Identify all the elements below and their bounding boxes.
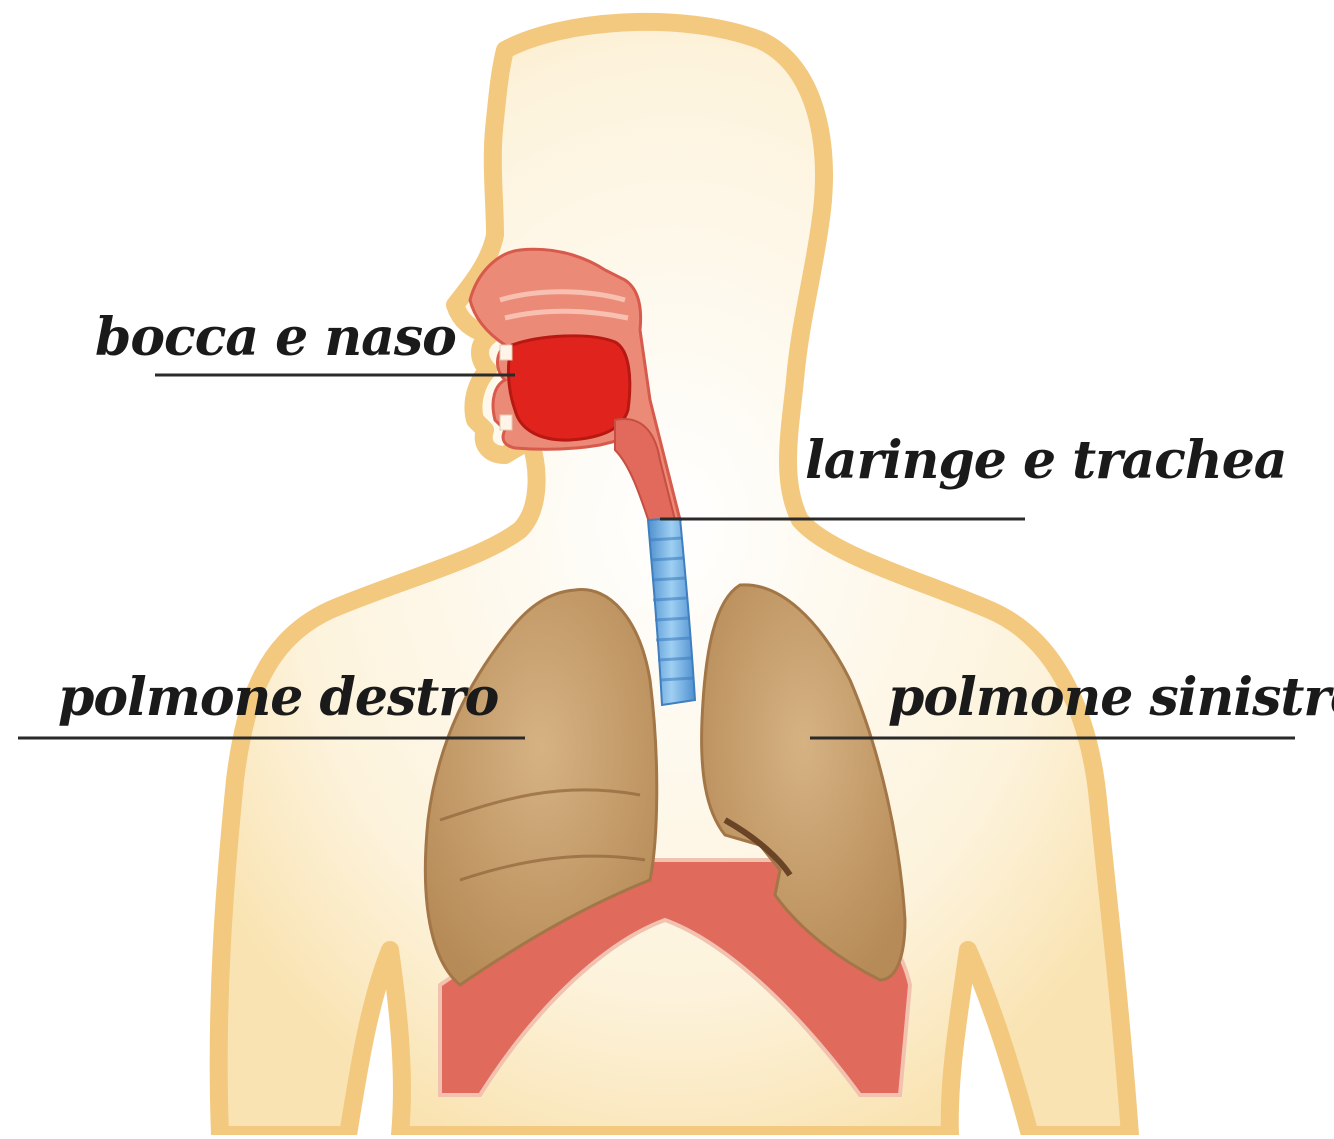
label-mouth-nose: bocca e naso: [95, 312, 456, 364]
label-right-lung: polmone destro: [58, 672, 498, 724]
label-left-lung: polmone sinistro: [888, 672, 1334, 724]
label-larynx-trachea: laringe e trachea: [805, 435, 1287, 487]
mouth-cavity: [508, 336, 629, 440]
